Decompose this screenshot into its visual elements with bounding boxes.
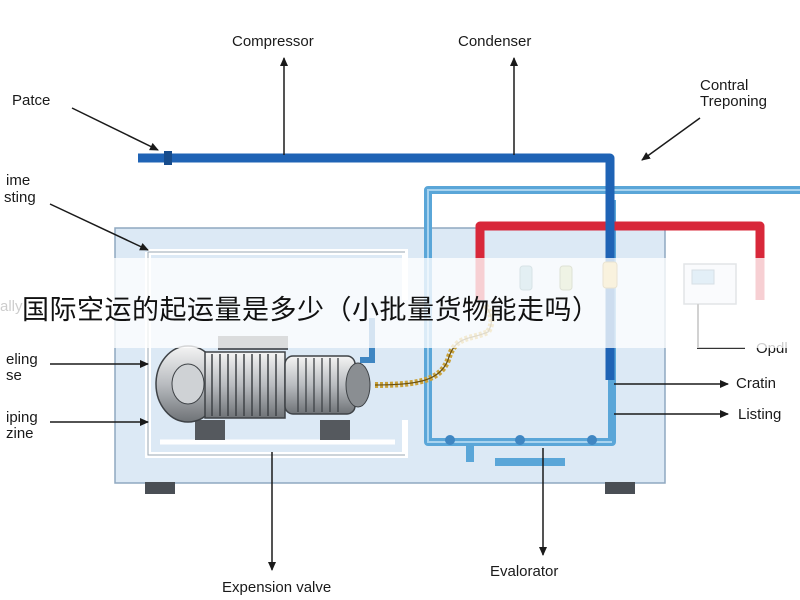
label-left2-2: se bbox=[6, 367, 22, 384]
label-left3-1: iping bbox=[6, 409, 38, 426]
arrow-contral bbox=[641, 117, 701, 161]
arrow-patce bbox=[71, 107, 159, 151]
label-condenser: Condenser bbox=[458, 33, 532, 50]
arrow-left1 bbox=[49, 203, 149, 251]
label-expansion-valve: Expension valve bbox=[222, 579, 332, 596]
loop-joint bbox=[515, 435, 525, 445]
label-contral-2: Treponing bbox=[700, 93, 767, 110]
label-left3-2: zine bbox=[6, 425, 34, 442]
housing-foot-right bbox=[605, 482, 635, 494]
compressor-motor bbox=[155, 336, 371, 440]
label-patce: Patce bbox=[12, 92, 51, 109]
label-contral-1: Contral bbox=[700, 77, 749, 94]
label-left1-1: ime bbox=[6, 172, 31, 189]
label-listing: Listing bbox=[738, 406, 782, 423]
title-overlay bbox=[0, 258, 800, 348]
overlay-title: 国际空运的起运量是多少（小批量货物能走吗） bbox=[22, 295, 600, 326]
loop-joint bbox=[445, 435, 455, 445]
label-evaporator: Evalorator bbox=[490, 563, 559, 580]
pipe-coupling bbox=[164, 151, 172, 165]
housing-foot-left bbox=[145, 482, 175, 494]
label-left1-2: sting bbox=[4, 189, 36, 206]
loop-joint bbox=[587, 435, 597, 445]
label-compressor: Compressor bbox=[232, 33, 314, 50]
label-left2-1: eling bbox=[6, 351, 38, 368]
label-crating: Cratin bbox=[736, 375, 777, 392]
